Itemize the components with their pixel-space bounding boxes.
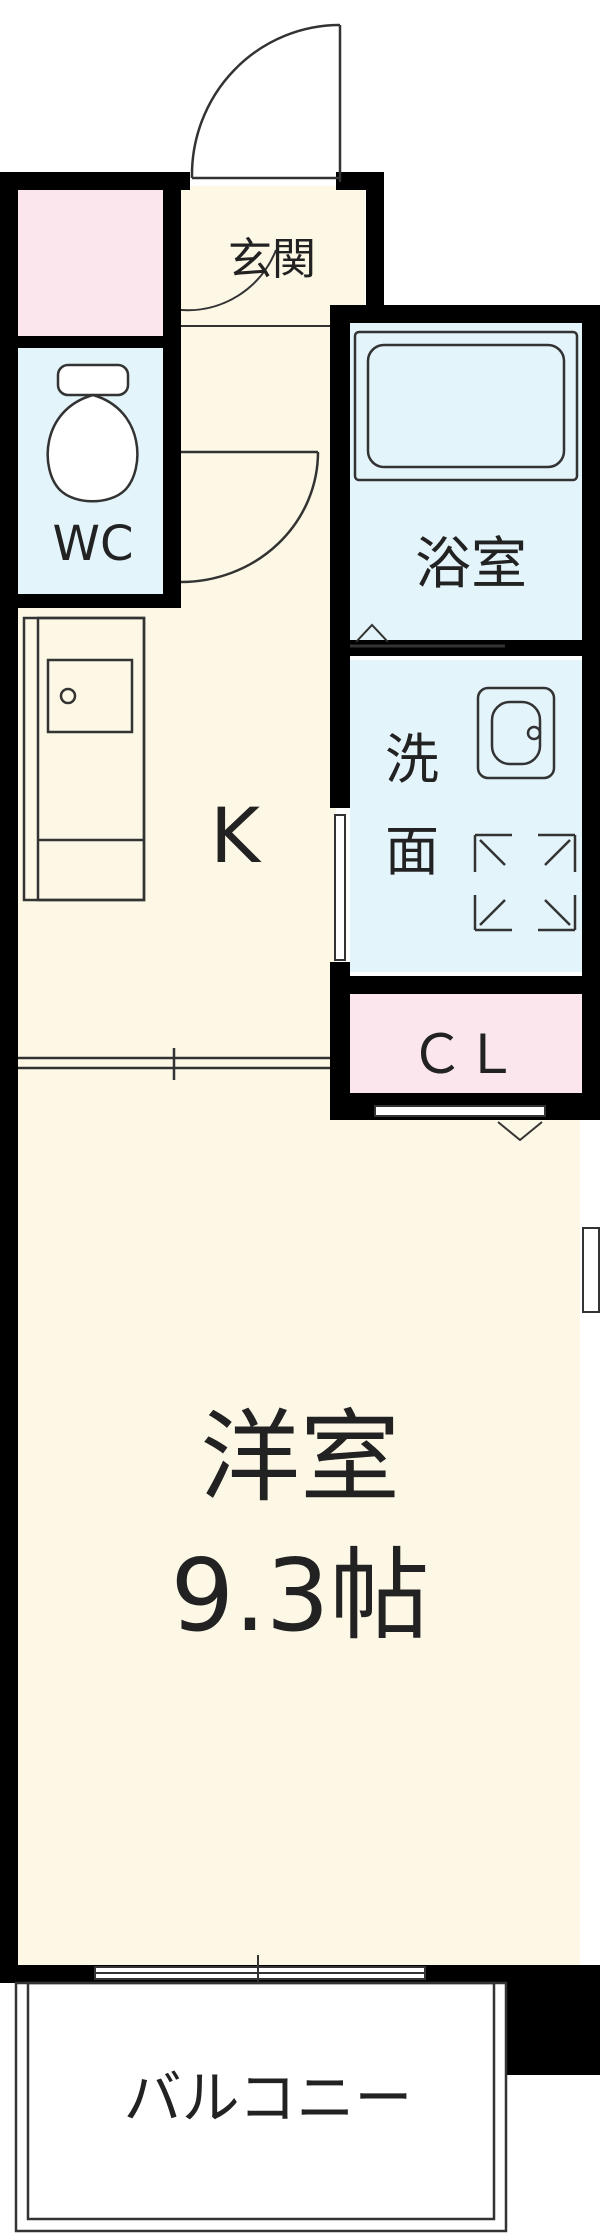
kitchen-sliding-door [18, 1048, 330, 1080]
wc-label: WC [53, 516, 134, 572]
washroom-label-2: 面 [385, 820, 439, 883]
balcony [14, 1981, 508, 2233]
entrance-label: 玄関 [228, 234, 316, 285]
bathtub-icon [353, 330, 579, 482]
western-room-size: 9.3帖 [170, 1537, 429, 1654]
kitchen-label: K [210, 791, 262, 880]
washroom-floor [350, 660, 582, 972]
washroom-label-1: 洗 [385, 728, 439, 791]
bath-label: 浴室 [415, 532, 527, 597]
closet-floor [350, 990, 582, 1093]
bath-door-marker [355, 623, 389, 643]
western-room-label: 洋室 [200, 1399, 400, 1516]
washroom-sliding-door [334, 814, 346, 961]
closet-label: ＣＬ [410, 1023, 518, 1086]
toilet-icon [46, 363, 139, 503]
washbasin-icon [476, 686, 556, 780]
east-window [582, 1227, 600, 1313]
balcony-window [94, 1955, 426, 1995]
closet-doors [374, 1105, 546, 1142]
kitchen-counter [22, 616, 146, 902]
western-room-floor [18, 1065, 580, 1967]
balcony-label: バルコニー [124, 2064, 413, 2132]
entrance-floor [175, 186, 365, 326]
entrance-door [190, 23, 342, 182]
wc-door [180, 450, 320, 584]
shoe-closet-floor [18, 186, 163, 339]
washing-machine-space [473, 833, 577, 932]
shoe-closet-door [180, 249, 277, 312]
